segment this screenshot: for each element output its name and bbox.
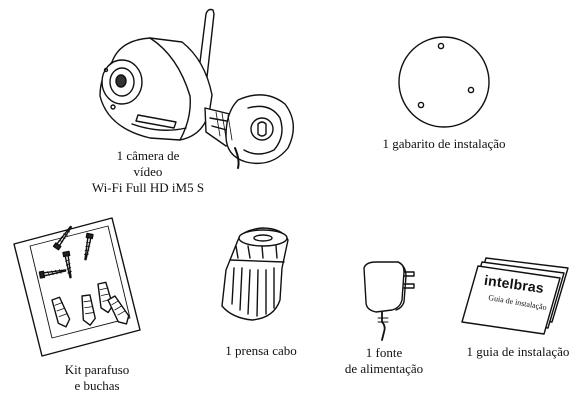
- camera-illustration: [99, 8, 294, 169]
- power-supply-caption: 1 fonte de alimentação: [344, 345, 424, 376]
- cable-gland-caption: 1 prensa cabo: [225, 343, 297, 358]
- cable-gland-illustration: [221, 227, 289, 321]
- screw-kit-caption: Kit parafuso e buchas: [64, 362, 130, 393]
- template-illustration: [398, 36, 490, 128]
- camera-caption: 1 câmera de vídeo Wi-Fi Full HD iM5 S: [91, 148, 205, 195]
- template-caption: 1 gabarito de instalação: [382, 136, 506, 151]
- screw-kit-illustration: [13, 217, 141, 357]
- install-guide-caption: 1 guia de instalação: [466, 344, 570, 359]
- install-guide-illustration: [461, 257, 569, 335]
- power-supply-illustration: [363, 261, 415, 341]
